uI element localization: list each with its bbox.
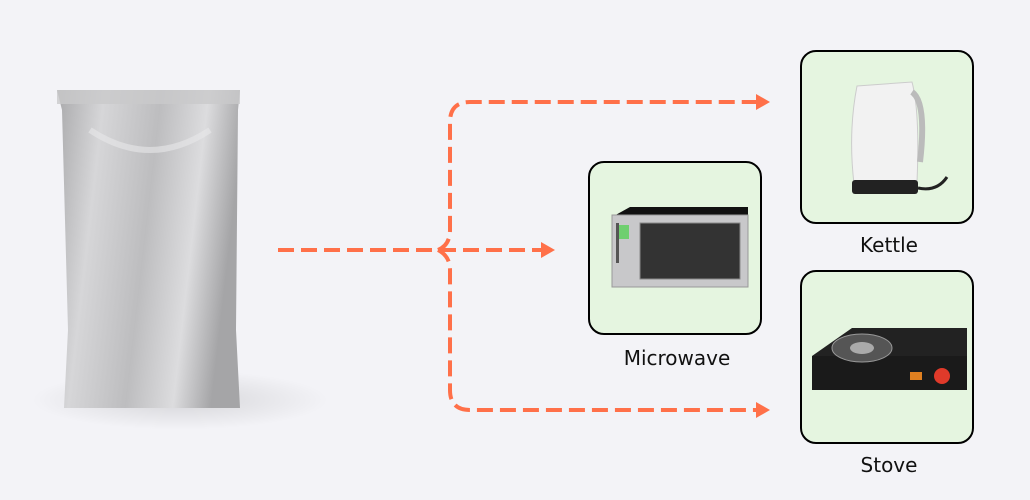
arrows <box>278 100 758 412</box>
foil-pouch-icon <box>57 90 240 408</box>
kettle-arrowhead-icon <box>756 94 770 110</box>
stove-node <box>800 270 974 444</box>
microwave-arrowhead-icon <box>541 242 555 258</box>
stove-arrowhead-icon <box>756 402 770 418</box>
kettle-label: Kettle <box>860 233 918 257</box>
microwave-icon <box>611 207 749 288</box>
stove-label: Stove <box>860 453 918 477</box>
microwave-node <box>588 161 762 335</box>
kettle-arrow-line <box>437 100 758 252</box>
stove-icon <box>812 328 967 390</box>
stove-arrow-line <box>437 248 758 412</box>
microwave-label: Microwave <box>623 346 731 370</box>
kettle-node <box>800 50 974 224</box>
kettle-icon <box>851 81 949 194</box>
